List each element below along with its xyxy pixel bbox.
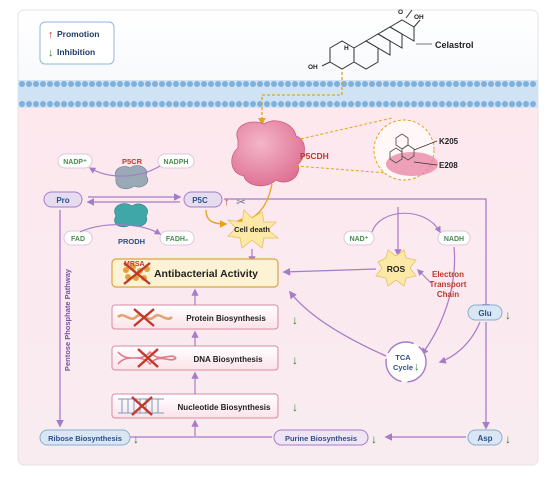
tca-cycle	[385, 341, 427, 383]
p5cr-enzyme-icon	[114, 165, 149, 190]
tca-label-2: Cycle	[393, 363, 413, 372]
svg-text:FAD: FAD	[71, 236, 85, 243]
antibacterial-label: Antibacterial Activity	[154, 268, 258, 280]
promotion-arrow-icon: ↑	[48, 29, 54, 41]
nadph-pill: NADPH	[157, 153, 195, 169]
dna-helix-icon	[117, 350, 177, 366]
nad-pill: NAD⁺	[343, 230, 375, 246]
prodh-label: PRODH	[118, 237, 145, 246]
cell-death-label: Cell death	[234, 225, 270, 234]
asp-inhibition-arrow: ↓	[505, 432, 511, 446]
bound-ligand-icon	[389, 133, 415, 164]
svg-text:NADP⁺: NADP⁺	[63, 159, 87, 166]
mrsa-cross-icon	[123, 262, 151, 285]
cell-death-burst	[226, 209, 280, 249]
etc-label-1: Electron	[432, 270, 464, 279]
antibacterial-box	[111, 258, 279, 288]
nucleotide-inhibition-arrow: ↓	[292, 400, 298, 414]
nucleotide-cross-icon	[131, 396, 153, 416]
svg-text:NADPH: NADPH	[164, 159, 189, 166]
tca-label-1: TCA	[395, 353, 411, 362]
tca-inhibition-arrow: ↓	[414, 361, 420, 373]
dna-label: DNA Biosynthesis	[193, 355, 263, 364]
p5cr-label: P5CR	[122, 157, 143, 166]
svg-text:Purine Biosynthesis: Purine Biosynthesis	[285, 434, 357, 443]
celastrol-oh-left: OH	[308, 64, 318, 71]
celastrol-label: Celastrol	[435, 40, 474, 50]
ribose-inhibition-arrow: ↓	[133, 432, 139, 446]
dna-cross-icon	[137, 348, 159, 368]
protein-label: Protein Biosynthesis	[186, 314, 266, 323]
residue-e208: E208	[439, 161, 458, 170]
inhibition-arrow-icon: ↓	[48, 47, 54, 59]
legend: ↑ Promotion ↓ Inhibition	[39, 21, 115, 65]
ros-to-antibacterial-arrow	[282, 267, 377, 276]
svg-text:NADH: NADH	[444, 236, 464, 243]
dna-inhibition-arrow: ↓	[292, 353, 298, 367]
legend-inhibition: Inhibition	[57, 47, 95, 57]
celastrol-h: H	[344, 45, 349, 52]
p5c-node: P5C	[183, 191, 223, 208]
ros-label: ROS	[387, 264, 406, 274]
p5cdh-label: P5CDH	[300, 151, 329, 161]
pro-node: Pro	[43, 191, 83, 208]
p5c-to-glu-arrow	[224, 198, 490, 312]
glu-inhibition-arrow: ↓	[505, 308, 511, 322]
scissors-icon: ✂	[236, 195, 246, 209]
ppp-label: Pentose Phosphate Pathway	[63, 268, 72, 371]
protein-inhibition-arrow: ↓	[292, 313, 298, 327]
celastrol-o-top: O	[398, 9, 403, 16]
svg-text:Glu: Glu	[478, 309, 491, 318]
p5cdh-protein-icon	[231, 120, 305, 187]
nadp-pill: NADP⁺	[57, 153, 93, 169]
celastrol-structure-icon	[321, 9, 421, 70]
protein-cross-icon	[133, 308, 155, 327]
ribose-biosynthesis-node: Ribose Biosynthesis	[39, 429, 131, 446]
svg-text:Asp: Asp	[477, 434, 492, 443]
fad-pill: FAD	[63, 230, 93, 246]
svg-text:P5C: P5C	[192, 196, 208, 205]
etc-label-3: Chain	[437, 290, 459, 299]
ros-burst	[375, 249, 417, 287]
legend-promotion: Promotion	[57, 29, 100, 39]
nadh-pill: NADH	[437, 230, 471, 246]
purine-inhibition-arrow: ↓	[371, 432, 377, 446]
cell-membrane	[18, 80, 538, 108]
svg-text:Pro: Pro	[56, 196, 69, 205]
etc-label-2: Transport	[430, 280, 467, 289]
fadh2-pill: FADH₂	[159, 230, 195, 246]
prodh-enzyme-icon	[114, 203, 148, 228]
asp-node: Asp	[467, 429, 503, 446]
glu-node: Glu	[467, 304, 503, 321]
nucleotide-ladder-icon	[118, 398, 164, 414]
nucleotide-label: Nucleotide Biosynthesis	[178, 403, 271, 412]
mrsa-label: MRSA	[124, 261, 145, 268]
residue-k205: K205	[439, 137, 459, 146]
p5c-promotion-arrow: ↑	[224, 196, 230, 208]
svg-text:NAD⁺: NAD⁺	[350, 236, 369, 243]
svg-text:Ribose Biosynthesis: Ribose Biosynthesis	[48, 434, 122, 443]
celastrol-path-arrow	[258, 72, 343, 126]
purine-biosynthesis-node: Purine Biosynthesis	[273, 429, 369, 446]
svg-text:FADH₂: FADH₂	[166, 236, 188, 243]
celastrol-oh-right: OH	[414, 14, 424, 21]
